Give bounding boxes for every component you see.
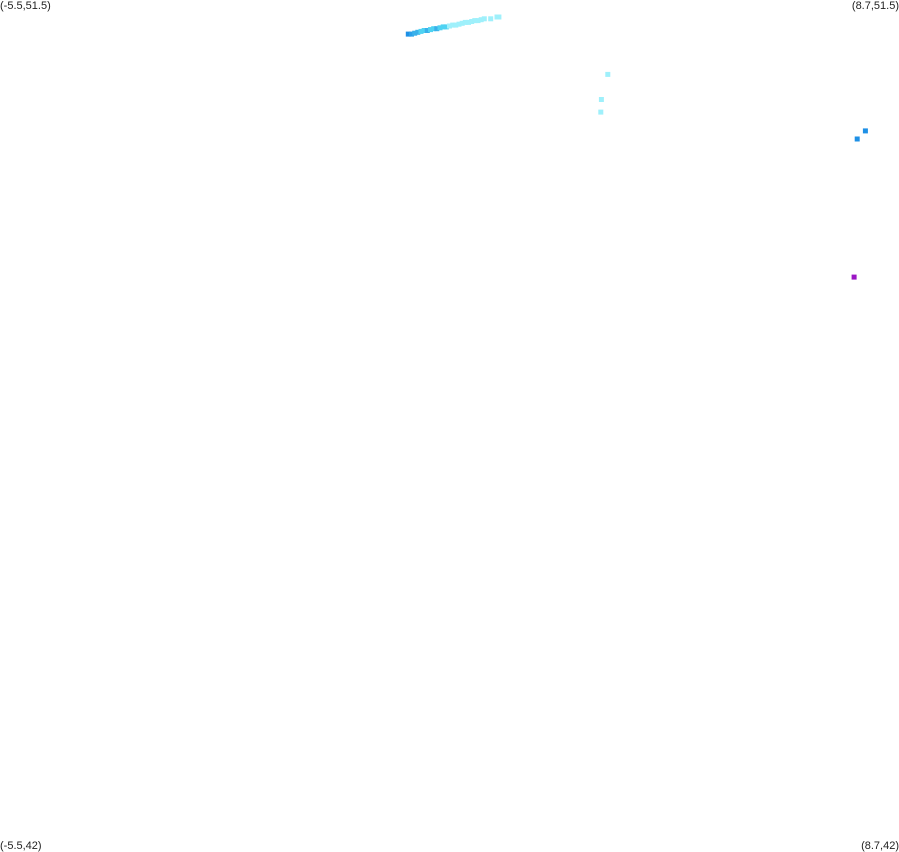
map-point-11[interactable] bbox=[440, 24, 446, 30]
corner-label-bottom-left: (-5.5,42) bbox=[0, 840, 42, 852]
map-point-12[interactable] bbox=[443, 24, 449, 30]
map-point-33[interactable] bbox=[851, 274, 857, 280]
map-point-9[interactable] bbox=[434, 26, 440, 32]
map-point-31[interactable] bbox=[862, 128, 868, 134]
map-point-24[interactable] bbox=[481, 16, 487, 22]
map-point-0[interactable] bbox=[405, 31, 411, 37]
points-layer bbox=[405, 14, 868, 280]
map-point-22[interactable] bbox=[475, 18, 481, 24]
map-point-20[interactable] bbox=[469, 19, 475, 24]
map-point-15[interactable] bbox=[453, 22, 459, 28]
map-point-3[interactable] bbox=[415, 29, 421, 35]
map-point-21[interactable] bbox=[472, 18, 478, 24]
map-point-27[interactable] bbox=[496, 14, 502, 20]
map-point-6[interactable] bbox=[424, 28, 430, 33]
map-point-1[interactable] bbox=[409, 31, 414, 37]
corner-label-bottom-right: (8.7,42) bbox=[861, 840, 899, 852]
map-point-4[interactable] bbox=[418, 28, 424, 34]
map-point-30[interactable] bbox=[598, 109, 604, 115]
map-point-17[interactable] bbox=[459, 20, 465, 26]
map-point-32[interactable] bbox=[854, 136, 860, 142]
map-point-5[interactable] bbox=[421, 28, 427, 33]
map-point-19[interactable] bbox=[466, 19, 471, 25]
map-point-8[interactable] bbox=[431, 26, 437, 32]
corner-label-top-left: (-5.5,51.5) bbox=[0, 0, 51, 12]
map-point-2[interactable] bbox=[412, 30, 418, 36]
map-point-7[interactable] bbox=[428, 27, 433, 33]
map-point-23[interactable] bbox=[478, 17, 484, 23]
map-point-29[interactable] bbox=[598, 97, 604, 102]
map-point-13[interactable] bbox=[447, 23, 452, 29]
map-point-18[interactable] bbox=[462, 19, 468, 25]
corner-label-top-right: (8.7,51.5) bbox=[851, 0, 899, 12]
map-point-16[interactable] bbox=[456, 21, 462, 27]
map-point-28[interactable] bbox=[605, 71, 611, 77]
map-point-10[interactable] bbox=[437, 25, 443, 31]
map-point-14[interactable] bbox=[450, 22, 456, 28]
map-point-25[interactable] bbox=[488, 16, 494, 22]
